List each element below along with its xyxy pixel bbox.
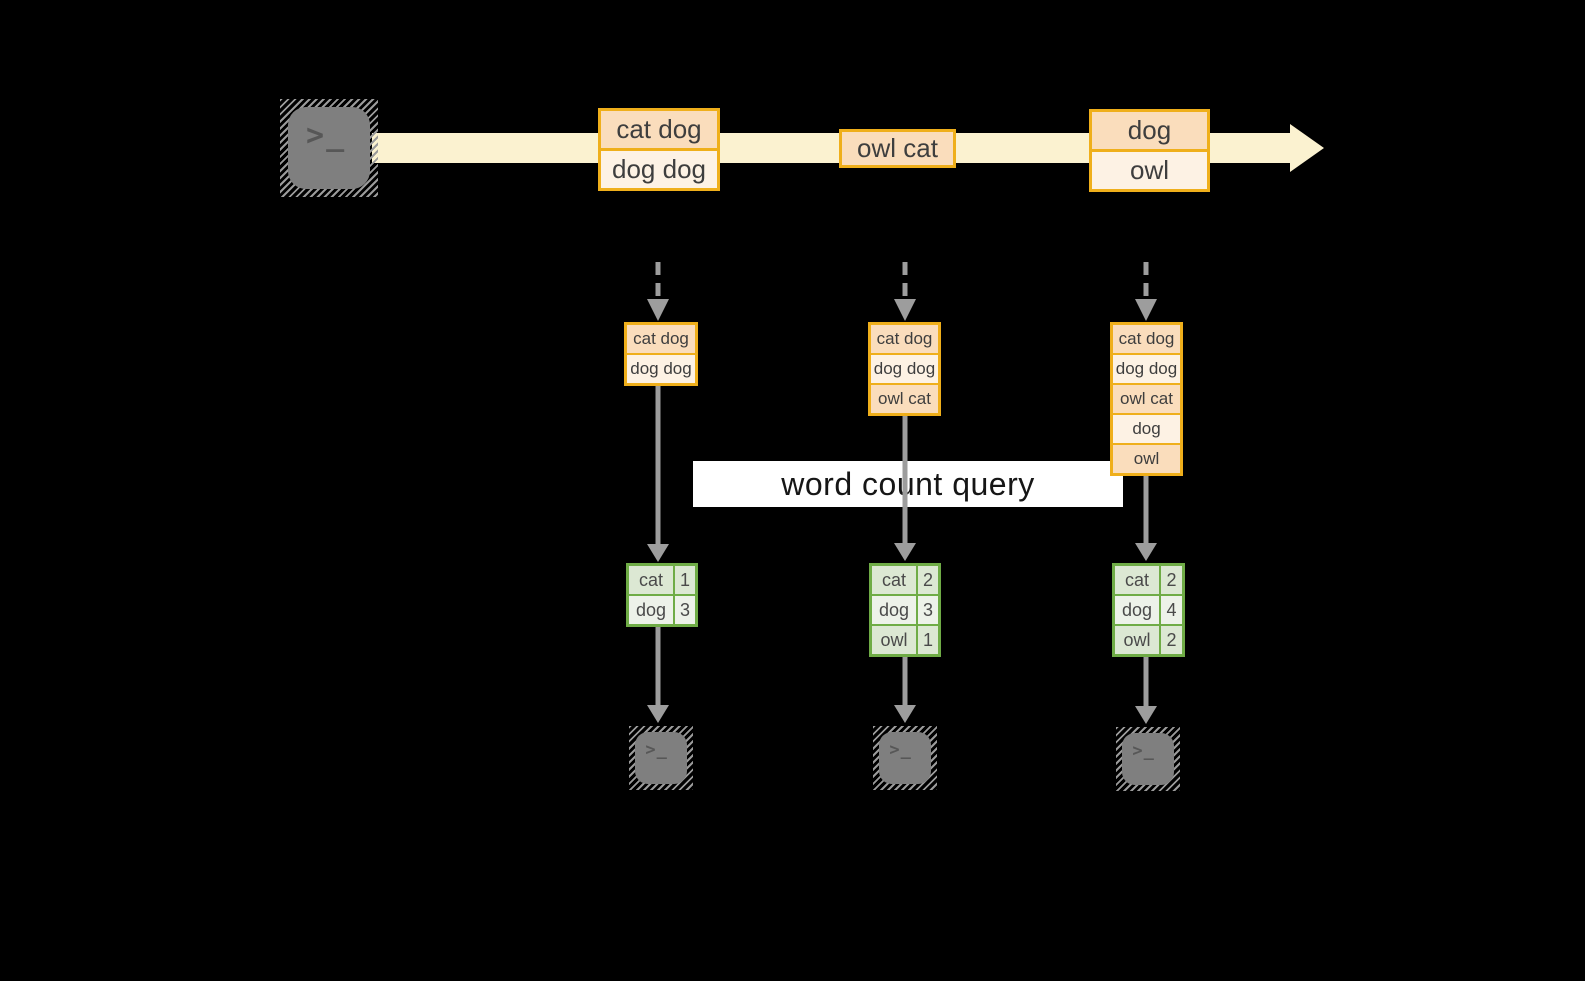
stream-event-box-3: dog owl [1089,109,1210,192]
sink-arrow-3 [1135,657,1157,724]
word-cell: dog [629,596,673,624]
terminal-prompt-icon: >_ [306,118,347,154]
state-text: owl cat [871,385,938,413]
dashed-arrow-3 [1135,262,1157,321]
table-row: owl 1 [872,626,938,654]
terminal-screen: >_ [879,732,931,784]
state-text: cat dog [627,325,695,353]
sink-terminal-icon-1: >_ [629,726,693,790]
stream-event-box-2: owl cat [839,129,956,168]
state-text: dog dog [1113,355,1180,383]
table-row: cat 1 [629,566,695,594]
word-cell: cat [1115,566,1159,594]
word-cell: owl [872,626,916,654]
terminal-prompt-icon: >_ [645,740,668,761]
state-text: dog [1113,415,1180,443]
count-cell: 1 [675,566,695,594]
sink-arrow-2 [894,657,916,723]
terminal-screen: >_ [1122,733,1174,785]
dashed-arrow-1 [647,262,669,321]
state-box-3: cat dog dog dog owl cat dog owl [1110,322,1183,476]
count-table-2: cat 2 dog 3 owl 1 [869,563,941,657]
count-table-1: cat 1 dog 3 [626,563,698,627]
count-cell: 4 [1161,596,1182,624]
state-box-1: cat dog dog dog [624,322,698,386]
word-cell: dog [872,596,916,624]
table-row: dog 3 [872,596,938,624]
count-cell: 1 [918,626,938,654]
table-row: cat 2 [872,566,938,594]
table-row: owl 2 [1115,626,1182,654]
terminal-prompt-icon: >_ [889,740,912,761]
sink-terminal-icon-3: >_ [1116,727,1180,791]
state-text: cat dog [1113,325,1180,353]
event-text: owl [1092,152,1207,189]
event-text: cat dog [601,111,717,148]
count-cell: 2 [1161,626,1182,654]
query-arrow-3 [1135,474,1157,561]
terminal-screen: >_ [635,732,687,784]
state-text: owl cat [1113,385,1180,413]
terminal-screen: >_ [288,107,370,189]
state-text: owl [1113,445,1180,473]
query-label: word count query [693,461,1123,507]
count-table-3: cat 2 dog 4 owl 2 [1112,563,1185,657]
sink-arrow-1 [647,627,669,723]
word-cell: cat [629,566,673,594]
event-text: dog [1092,112,1207,149]
event-text: owl cat [842,132,953,165]
word-cell: cat [872,566,916,594]
count-cell: 2 [1161,566,1182,594]
state-text: dog dog [871,355,938,383]
state-box-2: cat dog dog dog owl cat [868,322,941,416]
word-cell: owl [1115,626,1159,654]
stream-event-box-1: cat dog dog dog [598,108,720,191]
word-cell: dog [1115,596,1159,624]
table-row: dog 4 [1115,596,1182,624]
event-text: dog dog [601,151,717,188]
source-terminal-icon: >_ [280,99,378,197]
table-row: dog 3 [629,596,695,624]
dashed-arrow-2 [894,262,916,321]
count-cell: 3 [918,596,938,624]
count-cell: 2 [918,566,938,594]
state-text: dog dog [627,355,695,383]
count-cell: 3 [675,596,695,624]
sink-terminal-icon-2: >_ [873,726,937,790]
terminal-prompt-icon: >_ [1132,741,1155,762]
stream-arrowhead-icon [1290,124,1324,172]
table-row: cat 2 [1115,566,1182,594]
query-arrow-1 [647,384,669,562]
state-text: cat dog [871,325,938,353]
